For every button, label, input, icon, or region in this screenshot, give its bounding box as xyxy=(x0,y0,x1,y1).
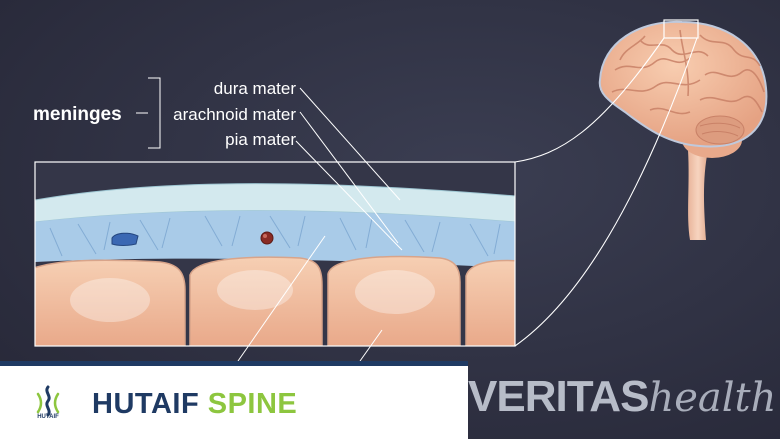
logo-text: HUTAIF xyxy=(37,414,59,420)
brand-footer: HUTAIF HUTAIF SPINE xyxy=(0,361,468,439)
brand-name-part2: SPINE xyxy=(207,388,298,420)
brain-illustration xyxy=(598,19,768,240)
meninges-label: meninges xyxy=(33,104,122,125)
brain-detail-box xyxy=(663,19,699,39)
cross-section-panel xyxy=(34,161,516,347)
zoom-connector-lines xyxy=(514,37,698,347)
watermark-part1: VERITAS xyxy=(468,372,649,421)
watermark: VERITAShealth xyxy=(468,372,776,432)
dura-mater-label: dura mater xyxy=(214,79,297,98)
brand-name: HUTAIF SPINE xyxy=(92,388,297,421)
watermark-part2: health xyxy=(648,375,777,421)
spine-logo-icon xyxy=(36,385,60,417)
arachnoid-mater-label: arachnoid mater xyxy=(173,105,296,124)
brand-name-part1: HUTAIF xyxy=(92,388,200,420)
pia-mater-label: pia mater xyxy=(225,130,296,149)
label-leader-lines xyxy=(136,77,403,362)
